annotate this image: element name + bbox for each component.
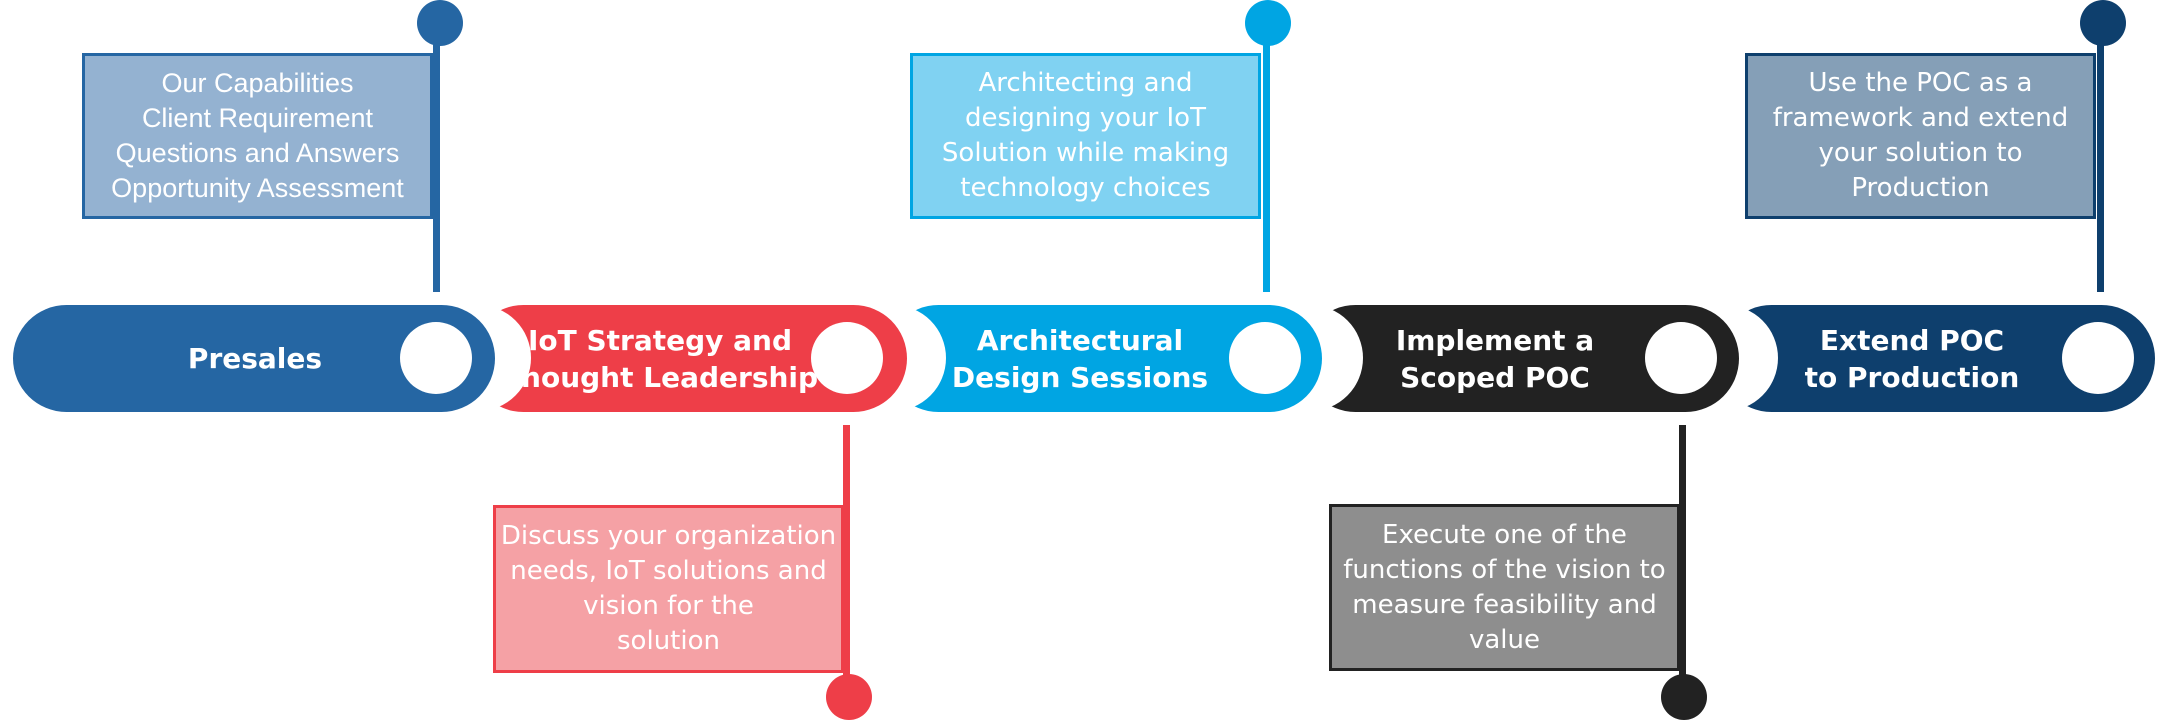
pin-presales (417, 0, 463, 46)
connector-line-scoped-poc (1679, 425, 1686, 695)
circle-marker-architectural-design (1229, 322, 1301, 394)
pin-extend-poc (2080, 0, 2126, 46)
note-box-architectural-design: Architecting and designing your IoT Solu… (910, 53, 1261, 219)
stage-label-iot-strategy: IoT Strategy and Thought Leadership (501, 323, 819, 394)
circle-marker-scoped-poc (1645, 322, 1717, 394)
note-box-extend-poc: Use the POC as a framework and extend yo… (1745, 53, 2096, 219)
circle-marker-presales (400, 322, 472, 394)
connector-line-iot-strategy (843, 425, 850, 695)
note-box-presales: Our Capabilities Client Requirement Ques… (82, 53, 433, 219)
connector-line-extend-poc (2097, 22, 2104, 292)
stage-label-scoped-poc: Implement a Scoped POC (1395, 323, 1595, 394)
connector-line-architectural-design (1263, 22, 1270, 292)
note-box-iot-strategy: Discuss your organization needs, IoT sol… (493, 505, 844, 673)
note-box-scoped-poc: Execute one of the functions of the visi… (1329, 504, 1680, 671)
circle-marker-iot-strategy (811, 322, 883, 394)
pin-architectural-design (1245, 0, 1291, 46)
connector-line-presales (433, 22, 440, 292)
pin-scoped-poc (1661, 674, 1707, 720)
circle-marker-extend-poc (2062, 322, 2134, 394)
stage-label-presales: Presales (187, 342, 323, 375)
pin-iot-strategy (826, 674, 872, 720)
stage-label-extend-poc: Extend POC to Production (1804, 323, 2020, 394)
stage-label-architectural-design: Architectural Design Sessions (951, 323, 1209, 394)
